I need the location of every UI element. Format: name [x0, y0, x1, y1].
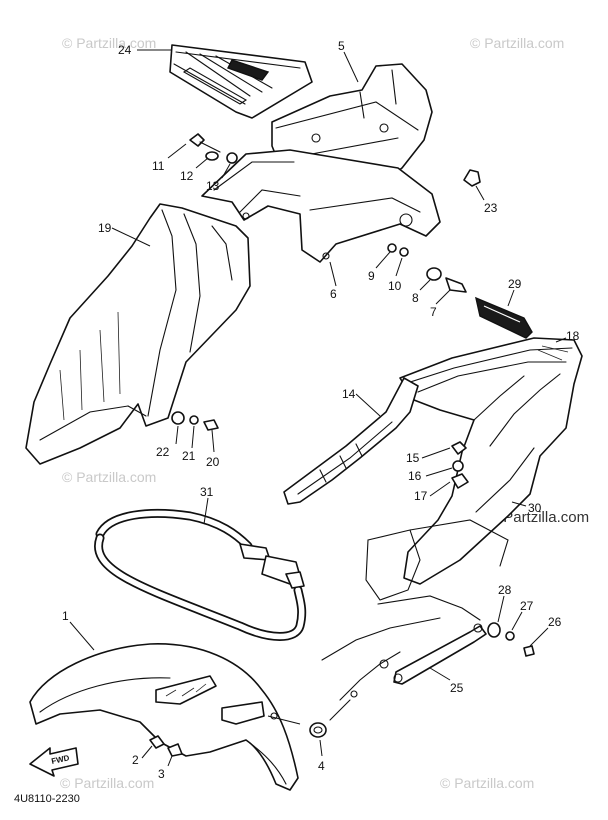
fasteners-9-10-8-7 [387, 243, 467, 293]
watermark-top-left: © Partzilla.com [62, 35, 156, 51]
part-31-wire-harness [94, 508, 307, 641]
callout-1: 1 [62, 609, 69, 623]
callout-25: 25 [450, 681, 464, 695]
callout-24: 24 [118, 43, 132, 57]
callout-18: 18 [566, 329, 580, 343]
rear-frame-structure [321, 519, 509, 721]
callout-16: 16 [408, 469, 422, 483]
fasteners-15-16-17 [451, 441, 469, 489]
callout-27: 27 [520, 599, 534, 613]
part-29-emblem [475, 296, 533, 339]
forward-label: FWD [51, 753, 71, 766]
callout-28: 28 [498, 583, 512, 597]
callout-29: 29 [508, 277, 522, 291]
callout-labels: 24 5 11 12 13 23 19 9 10 8 7 6 29 18 14 … [62, 39, 580, 781]
part-25-brace [393, 623, 487, 685]
callout-9: 9 [368, 269, 375, 283]
callout-22: 22 [156, 445, 170, 459]
callout-12: 12 [180, 169, 194, 183]
callout-7: 7 [430, 305, 437, 319]
fasteners-2-3 [149, 735, 183, 757]
part-24-cowl-pad [169, 44, 313, 119]
fastener-23 [463, 169, 481, 187]
callout-14: 14 [342, 387, 356, 401]
callout-17: 17 [414, 489, 428, 503]
callout-15: 15 [406, 451, 420, 465]
callout-23: 23 [484, 201, 498, 215]
fasteners-28-27-26 [487, 622, 535, 657]
watermark-bottom-right: © Partzilla.com [440, 775, 534, 791]
part-19-inner-fender [25, 203, 251, 465]
leader-lines [69, 49, 567, 767]
callout-26: 26 [548, 615, 562, 629]
forward-arrow-icon: FWD [29, 747, 79, 777]
callout-19: 19 [98, 221, 112, 235]
callout-11: 11 [152, 159, 165, 173]
watermark-bottom-left: © Partzilla.com [60, 775, 154, 791]
callout-3: 3 [158, 767, 165, 781]
callout-13: 13 [206, 179, 220, 193]
callout-21: 21 [182, 449, 196, 463]
watermark-mid-right: © Partzilla.com [488, 509, 589, 526]
fasteners-22-21-20 [171, 411, 219, 431]
callout-30: 30 [528, 501, 542, 515]
part-1-front-fender [29, 643, 299, 791]
callout-20: 20 [206, 455, 220, 469]
part-14-side-bracket [283, 377, 419, 505]
callout-10: 10 [388, 279, 402, 293]
callout-2: 2 [132, 753, 139, 767]
part-6-frame-bracket [201, 149, 441, 263]
callout-5: 5 [338, 39, 345, 53]
fastener-4 [309, 722, 327, 738]
drawing-code: 4U8110-2230 [14, 793, 80, 805]
callout-31: 31 [200, 485, 214, 499]
watermark-mid-left: © Partzilla.com [62, 469, 156, 485]
callout-8: 8 [412, 291, 419, 305]
fasteners-11-12-13 [189, 133, 238, 164]
callout-6: 6 [330, 287, 337, 301]
part-18-30-rear-cowl [399, 337, 583, 585]
watermark-top-right: © Partzilla.com [470, 35, 564, 51]
callout-4: 4 [318, 759, 325, 773]
